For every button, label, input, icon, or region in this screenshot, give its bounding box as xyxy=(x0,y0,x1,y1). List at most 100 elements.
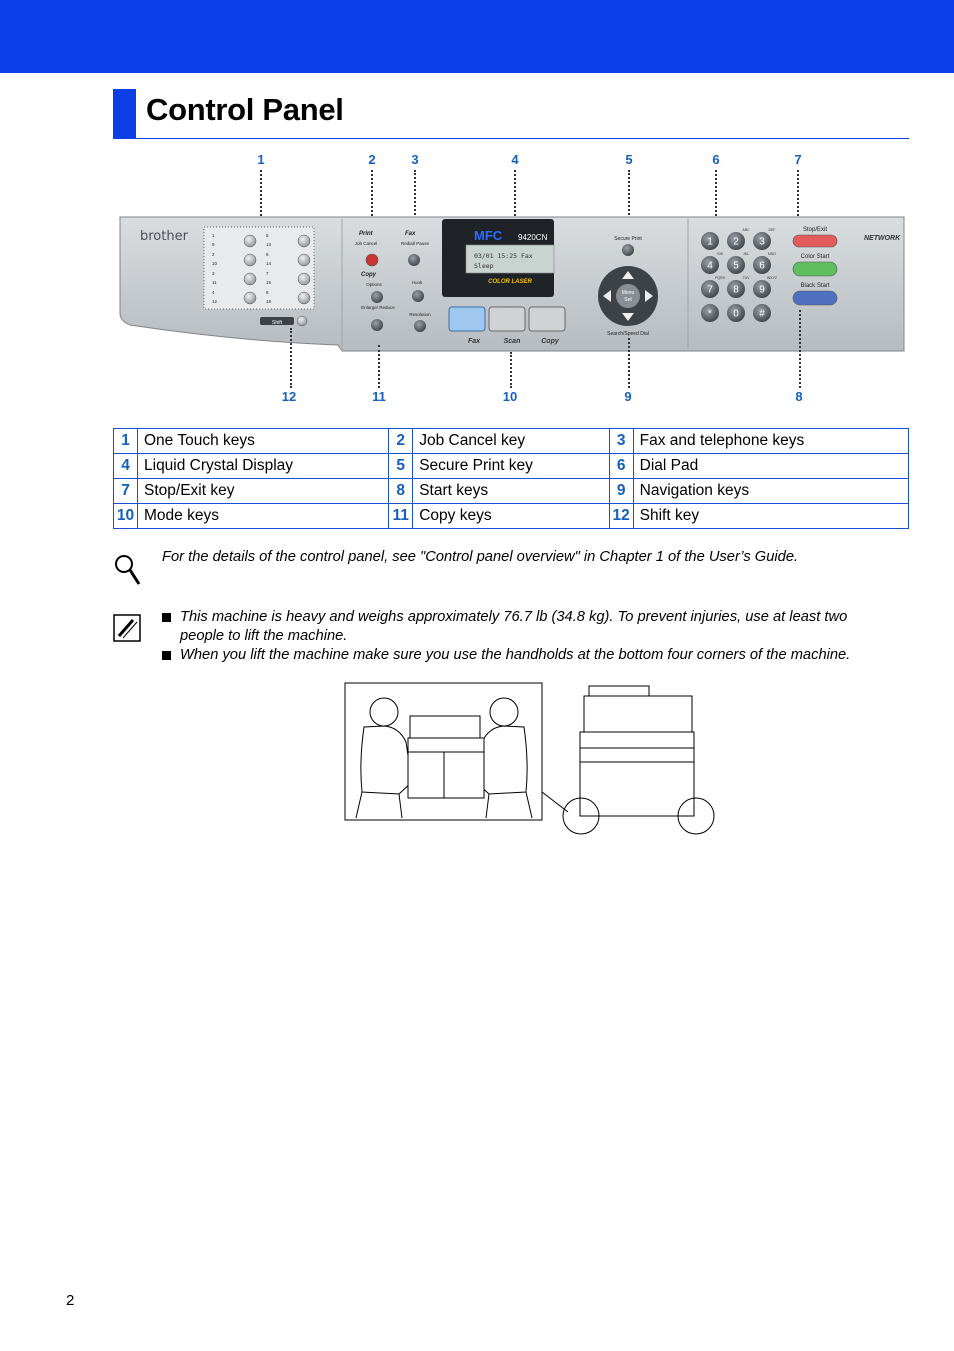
one-touch-button xyxy=(243,234,257,248)
one-touch-button xyxy=(297,291,311,305)
copy-group-label: Copy xyxy=(361,272,377,278)
color-start-button xyxy=(792,261,838,277)
legend-number: 8 xyxy=(388,478,414,504)
dial-key-label: 1 xyxy=(707,237,713,248)
reference-note: For the details of the control panel, se… xyxy=(162,549,799,565)
title-underline xyxy=(113,138,909,139)
dial-key xyxy=(701,232,719,250)
secure-print-label: Secure Print xyxy=(614,236,642,242)
dial-letters: ABC xyxy=(742,228,750,232)
print-group-label: Print xyxy=(359,231,374,237)
lcd-line-2: Sleep xyxy=(474,262,494,270)
legend-label: Stop/Exit key xyxy=(136,478,390,504)
leader-7 xyxy=(797,170,799,220)
dial-letters: MNO xyxy=(768,252,776,256)
legend-number: 9 xyxy=(608,478,634,504)
caution-1b: people to lift the machine. xyxy=(180,628,348,644)
one-touch-button xyxy=(243,272,257,286)
legend-label: Navigation keys xyxy=(632,478,910,504)
mode-copy-label: Copy xyxy=(541,338,560,345)
resolution-button xyxy=(414,320,426,332)
secure-print-button xyxy=(622,244,634,256)
callout-9: 9 xyxy=(624,389,632,404)
resolution-label: Resolution xyxy=(409,312,431,317)
dial-key-label: * xyxy=(708,309,712,320)
redial-pause-button xyxy=(408,254,420,266)
one-touch-number: 14 xyxy=(266,261,272,266)
lcd-screen xyxy=(465,244,555,274)
callout-6: 6 xyxy=(712,152,720,167)
page-number: 2 xyxy=(66,1292,75,1309)
one-touch-number: 5 xyxy=(266,233,269,238)
options-button xyxy=(371,291,383,303)
dial-key xyxy=(753,280,771,298)
job-cancel-label: Job Cancel xyxy=(355,241,378,246)
leader-1 xyxy=(260,170,262,220)
hook-label: Hook xyxy=(412,280,423,285)
legend-number: 2 xyxy=(388,428,414,454)
callout-8: 8 xyxy=(795,389,803,404)
mode-fax-label: Fax xyxy=(468,338,481,345)
fax-group-label: Fax xyxy=(405,231,416,237)
set-label: Set xyxy=(624,297,632,303)
dial-key-label: 9 xyxy=(759,285,765,296)
legend-label: Secure Print key xyxy=(412,453,610,479)
job-cancel-button xyxy=(365,253,379,267)
one-touch-number: 13 xyxy=(266,242,272,247)
color-start-label: Color Start xyxy=(801,254,830,260)
callout-4: 4 xyxy=(511,152,519,167)
dial-key xyxy=(701,256,719,274)
bullet-1 xyxy=(162,613,171,622)
dial-letters: JKL xyxy=(743,252,749,256)
stop-exit-label: Stop/Exit xyxy=(803,227,827,233)
leader-10 xyxy=(510,352,512,388)
dial-key-label: # xyxy=(759,309,765,320)
mode-keys: Fax Scan Copy xyxy=(448,306,566,345)
menu-label: Menu xyxy=(622,290,635,296)
one-touch-number: 6 xyxy=(266,252,269,257)
dial-letters: DEF xyxy=(769,228,776,232)
black-start-label: Black Start xyxy=(800,283,829,289)
callout-7: 7 xyxy=(794,152,802,167)
dial-key-label: 0 xyxy=(733,309,739,320)
dial-key xyxy=(753,232,771,250)
redial-pause-label: Redial/ Pause xyxy=(401,241,430,246)
legend-number: 7 xyxy=(113,478,138,504)
legend-number: 3 xyxy=(608,428,634,454)
header-band xyxy=(0,0,954,73)
title-marker xyxy=(113,89,136,138)
dial-key-label: 7 xyxy=(707,285,713,296)
dial-key-label: 3 xyxy=(759,237,765,248)
navigation-keys: Menu Set xyxy=(598,266,658,326)
leader-6 xyxy=(715,170,717,220)
dial-letters: PQRS xyxy=(715,276,726,280)
dial-letters: GHI xyxy=(717,252,723,256)
one-touch-button xyxy=(243,253,257,267)
hook-button xyxy=(412,290,424,302)
legend-number: 6 xyxy=(608,453,634,479)
legend-label: Copy keys xyxy=(412,503,610,529)
one-touch-button xyxy=(297,272,311,286)
leader-9 xyxy=(628,338,630,388)
shift-key-label: Shift xyxy=(272,320,283,326)
dial-key-label: 4 xyxy=(707,261,713,272)
legend-label: Shift key xyxy=(632,503,910,529)
one-touch-number: 7 xyxy=(266,271,269,276)
callout-10: 10 xyxy=(502,389,518,404)
legend-number: 4 xyxy=(113,453,138,479)
caution-2: When you lift the machine make sure you … xyxy=(180,647,851,663)
legend-number: 12 xyxy=(608,503,634,529)
dial-letters: WXYZ xyxy=(767,276,778,280)
legend-number: 10 xyxy=(113,503,138,529)
model-number: 9420CN xyxy=(518,233,548,242)
callout-11: 11 xyxy=(372,389,386,404)
leader-5 xyxy=(628,170,630,230)
bullet-2 xyxy=(162,651,171,660)
one-touch-number: 3 xyxy=(212,271,215,276)
one-touch-number: 9 xyxy=(212,242,215,247)
